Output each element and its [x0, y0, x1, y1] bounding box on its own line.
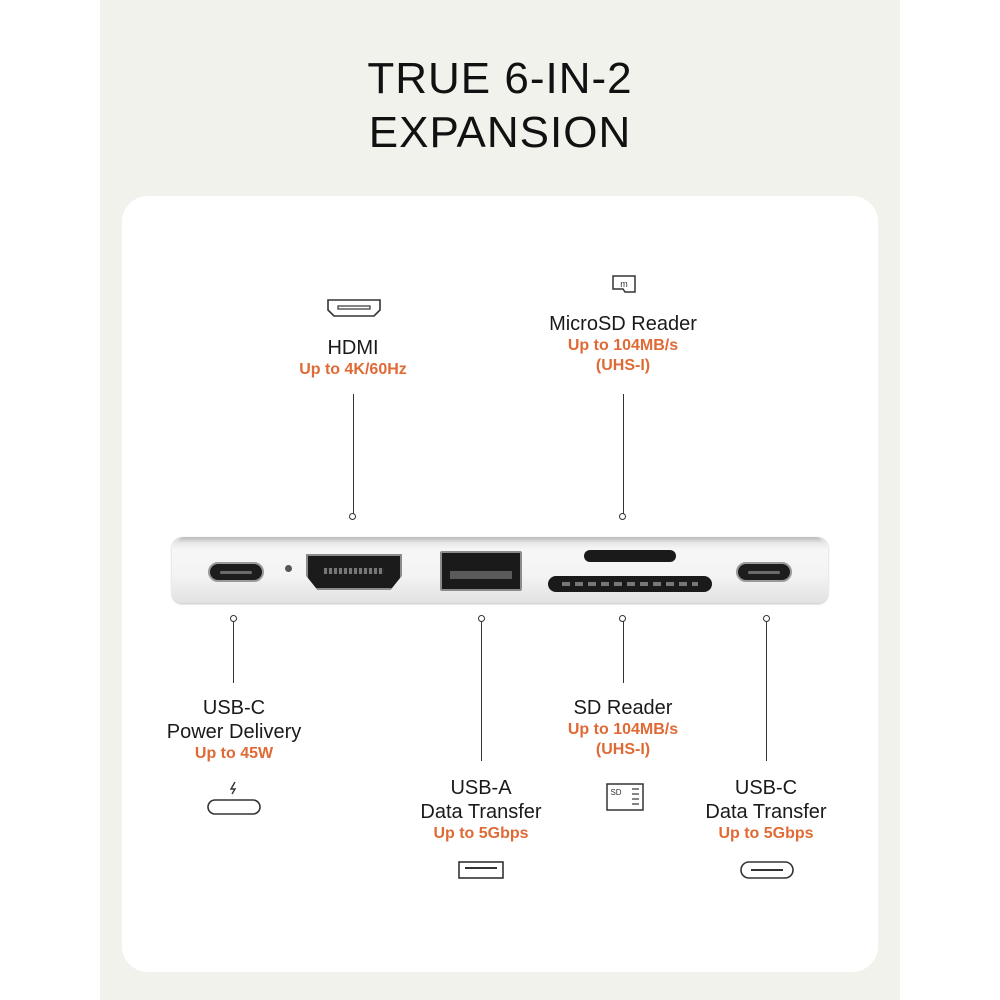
usb-c-data-port: [736, 562, 792, 582]
usbc-pd-label: USB-C Power Delivery Up to 45W: [114, 696, 354, 764]
microsd-connector-dot: [619, 513, 626, 520]
usba-spec: Up to 5Gbps: [433, 825, 529, 842]
hdmi-connector-dot: [349, 513, 356, 520]
usba-name-2: Data Transfer: [420, 801, 542, 823]
power-led: [285, 565, 292, 572]
sd-name: SD Reader: [573, 697, 673, 719]
hdmi-connector-line: [353, 394, 354, 514]
usbc-data-name-2: Data Transfer: [705, 801, 827, 823]
usb-c-power-port: [208, 562, 264, 582]
title-line-1: TRUE 6-IN-2: [367, 54, 633, 103]
usb-a-icon: [458, 861, 504, 879]
title-line-2: EXPANSION: [368, 108, 632, 157]
microsd-connector-line: [623, 394, 624, 514]
sd-slot: [548, 576, 712, 592]
sd-connector-dot: [619, 615, 626, 622]
sd-spec-2: (UHS-I): [595, 741, 651, 758]
usbc-pd-name-1: USB-C: [202, 697, 266, 719]
hdmi-name: HDMI: [327, 337, 379, 359]
microsd-card-icon: m: [612, 275, 636, 293]
usb-a-port: [440, 551, 522, 591]
hdmi-spec: Up to 4K/60Hz: [299, 361, 407, 378]
usbc-data-connector-line: [766, 621, 767, 761]
usba-label: USB-A Data Transfer Up to 5Gbps: [361, 776, 601, 844]
usba-name-1: USB-A: [450, 777, 512, 799]
usbc-data-spec: Up to 5Gbps: [718, 825, 814, 842]
usb-c-icon: [740, 861, 794, 879]
microsd-spec-1: Up to 104MB/s: [567, 337, 679, 354]
usb-hub-device: [172, 537, 828, 603]
hdmi-port: [306, 554, 402, 590]
sd-label: SD Reader Up to 104MB/s (UHS-I): [503, 696, 743, 760]
usba-connector-line: [481, 621, 482, 761]
microsd-icon-letter: m: [620, 279, 628, 289]
usbc-pd-spec: Up to 45W: [194, 745, 274, 762]
microsd-label: MicroSD Reader Up to 104MB/s (UHS-I): [503, 312, 743, 376]
sd-spec-1: Up to 104MB/s: [567, 721, 679, 738]
usbc-data-label: USB-C Data Transfer Up to 5Gbps: [646, 776, 886, 844]
microsd-name: MicroSD Reader: [549, 313, 697, 335]
hdmi-icon: [327, 299, 381, 317]
microsd-slot: [584, 550, 676, 562]
usbc-pd-name-2: Power Delivery: [166, 721, 302, 743]
usb-c-power-icon: [207, 781, 261, 815]
sd-connector-line: [623, 621, 624, 683]
usbc-data-name-1: USB-C: [734, 777, 798, 799]
hub-top-edge: [178, 537, 822, 543]
sd-card-icon: SD: [606, 783, 644, 811]
usbc-pd-connector-line: [233, 621, 234, 683]
hdmi-label: HDMI Up to 4K/60Hz: [233, 336, 473, 380]
page-title: TRUE 6-IN-2 EXPANSION: [100, 52, 900, 160]
sd-icon-letters: SD: [610, 788, 621, 797]
microsd-spec-2: (UHS-I): [595, 357, 651, 374]
